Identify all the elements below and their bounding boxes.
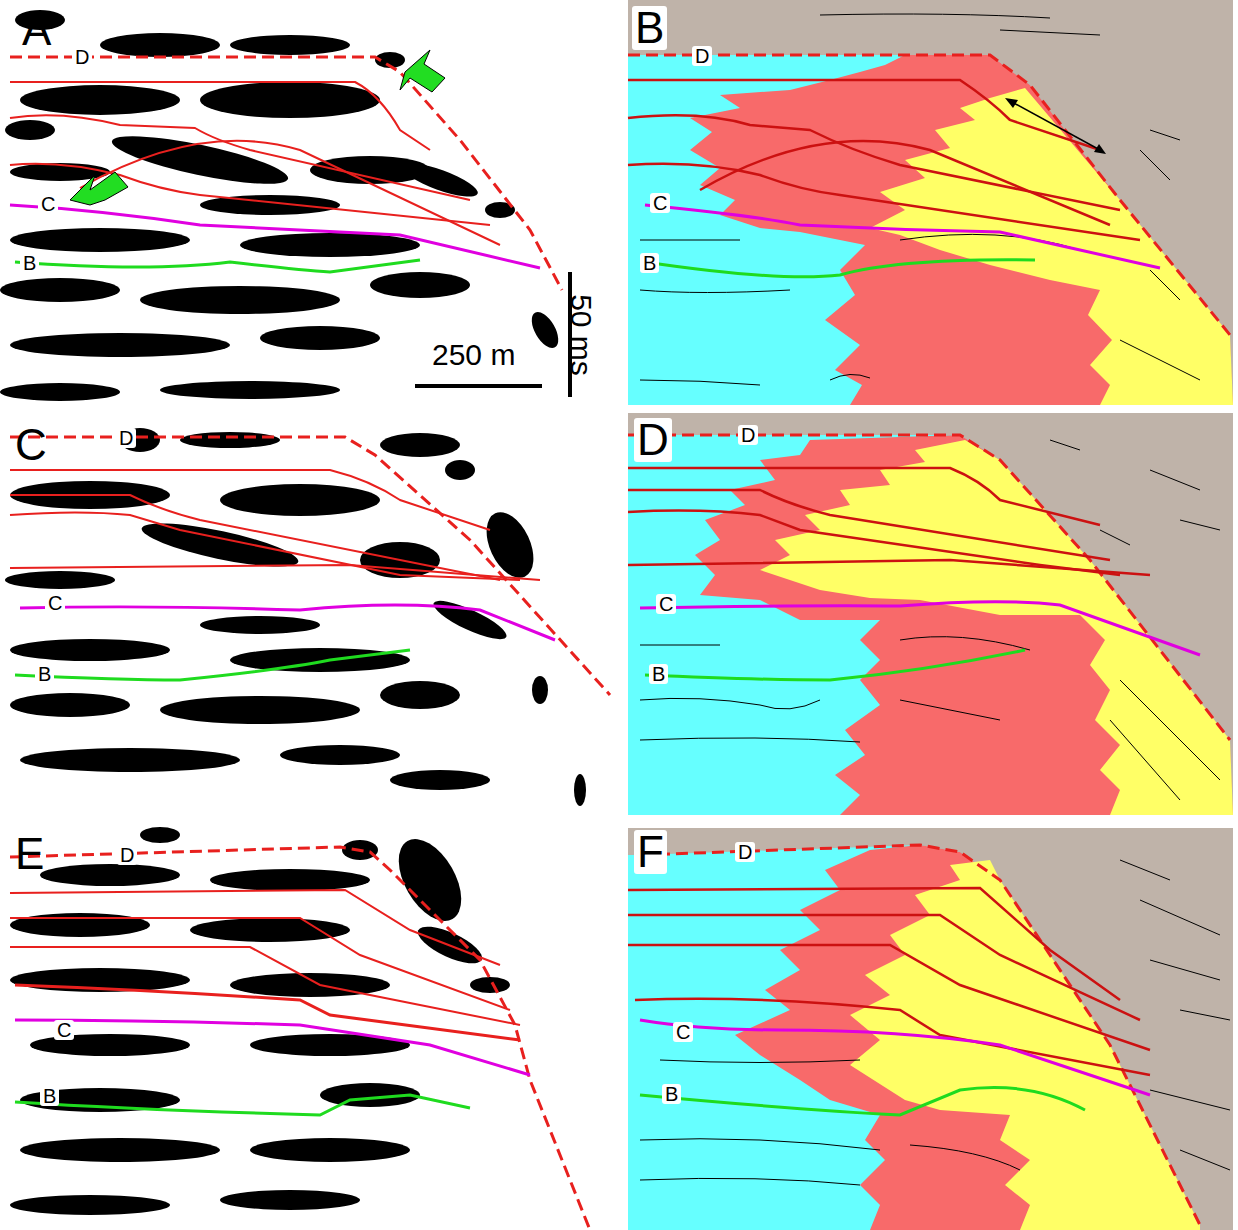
horizon-label: D <box>692 46 712 66</box>
horizon-label: B <box>640 253 659 273</box>
horizon-label: C <box>673 1022 693 1042</box>
seismic-reflections <box>5 428 586 806</box>
scale-label: 250 m <box>432 340 515 370</box>
horizon-label: B <box>35 664 54 684</box>
horizon-label: C <box>650 193 670 213</box>
horizon-label: C <box>45 593 65 613</box>
horizon-label: B <box>662 1084 681 1104</box>
panel-letter: F <box>634 830 667 874</box>
horizon-label: B <box>20 253 39 273</box>
horizon-label: C <box>54 1020 74 1040</box>
horizon-label: B <box>40 1086 59 1106</box>
horizon-label: D <box>117 845 137 865</box>
horizon-label: C <box>38 194 58 214</box>
panel-letter: C <box>15 423 47 467</box>
horizon-label: C <box>656 594 676 614</box>
horizon-label: D <box>116 428 136 448</box>
panel-letter: E <box>15 832 44 876</box>
panel-letter: A <box>22 8 51 52</box>
scale-label: 50 ms <box>566 294 596 376</box>
panel-letter: D <box>634 418 672 462</box>
horizon-label: B <box>649 664 668 684</box>
horizon-label: D <box>738 425 758 445</box>
panel-letter: B <box>632 6 667 50</box>
horizon-label: D <box>72 47 92 67</box>
seismic-reflections <box>0 10 564 401</box>
horizon-label: D <box>735 842 755 862</box>
